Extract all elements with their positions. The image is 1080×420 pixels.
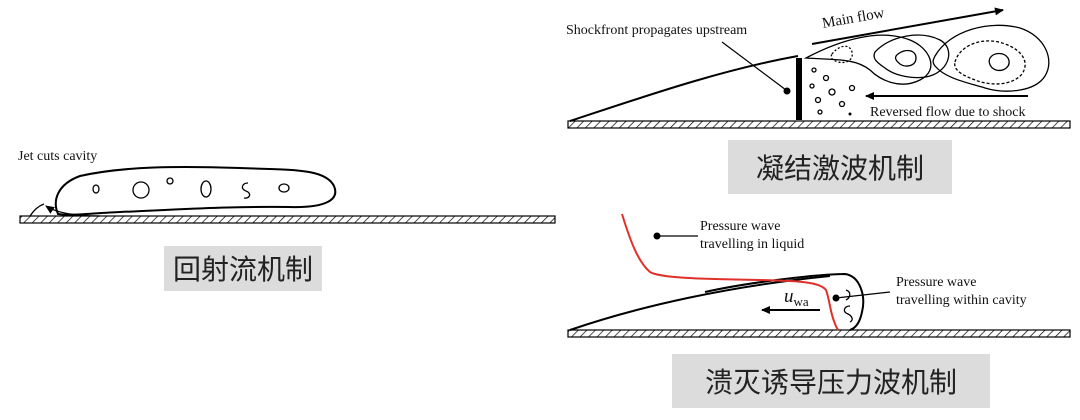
vortex-outline (803, 34, 932, 85)
liquid-wave-annotation-line1: Pressure wave (700, 219, 780, 234)
collapse-caption: 溃灭诱导压力波机制 (705, 366, 957, 399)
squiggle (843, 305, 853, 323)
bubble (817, 109, 823, 115)
bubble (828, 88, 836, 96)
wall-hatch (567, 329, 1071, 338)
vortex-outline (873, 34, 950, 79)
bubble (278, 183, 290, 193)
bubble (166, 177, 174, 185)
cavity-wave-annotation-line1: Pressure wave (896, 275, 976, 290)
squiggle (241, 182, 251, 199)
bubble (814, 96, 822, 104)
wall-hatch (567, 120, 1071, 129)
reentrant-caption: 回射流机制 (173, 253, 313, 286)
bubble (848, 112, 852, 116)
condensation-shock-panel: Shockfront propagates upstream Main flow… (566, 5, 1071, 194)
shockfront-bar (796, 58, 802, 120)
liquid-wave-annotation-line2: travelling in liquid (700, 237, 804, 252)
pressure-wave-liquid (621, 213, 839, 331)
bubble (822, 74, 830, 82)
vortex-inner (954, 40, 1026, 85)
jet-tip (29, 203, 45, 217)
shockfront-pointer-dot (783, 87, 791, 95)
bubble (92, 184, 100, 194)
reentrant-jet-arrow (45, 205, 101, 217)
cavity-wave-annotation-line2: travelling within cavity (896, 293, 1027, 308)
caption-box (164, 246, 322, 291)
velocity-symbol: u (784, 286, 794, 307)
pointer-line (835, 291, 891, 299)
jet-annotation: Jet cuts cavity (18, 149, 97, 164)
caption-box (728, 140, 952, 194)
vortex-outline (932, 24, 1050, 92)
main-flow-annotation: Main flow (821, 5, 886, 32)
cavity-outline (704, 272, 865, 331)
shockfront-pointer (721, 41, 787, 91)
main-flow-arrow (811, 7, 1004, 45)
squiggle (845, 289, 851, 301)
wall-hatch (19, 215, 556, 224)
reentrant-jet-panel: Jet cuts cavity 回射流机制 (18, 149, 556, 291)
bubble (809, 83, 815, 89)
vortex-inner (894, 49, 917, 67)
shockfront-annotation: Shockfront propagates upstream (566, 23, 747, 38)
vortex-inner (988, 52, 1010, 72)
hydrofoil-outline (569, 55, 799, 122)
bubble (848, 84, 856, 92)
collapse-pressure-wave-panel: Pressure wave travelling in liquid Press… (567, 213, 1071, 408)
condensation-caption: 凝结激波机制 (756, 152, 924, 185)
bubble (200, 180, 212, 198)
bubble (811, 67, 817, 73)
bubble (132, 181, 150, 199)
caption-box (672, 354, 990, 408)
vortex-inner (830, 45, 853, 64)
velocity-subscript: wa (794, 294, 809, 309)
bubble (838, 100, 846, 108)
reversed-flow-annotation: Reversed flow due to shock (870, 105, 1026, 120)
cavity-outline (54, 165, 337, 216)
velocity-label: uwa (784, 286, 809, 309)
